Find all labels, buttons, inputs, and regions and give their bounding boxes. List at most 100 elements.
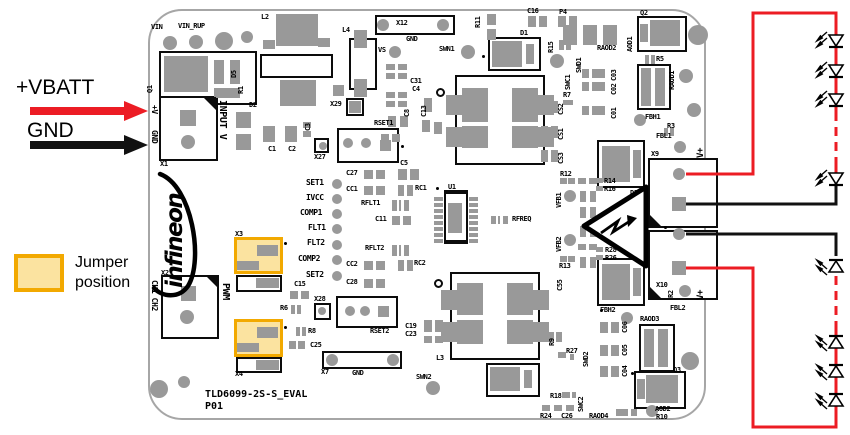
pcb-label: R8 [308, 327, 316, 335]
pad [524, 370, 532, 388]
pad [297, 305, 301, 314]
ref-dot [284, 242, 287, 245]
pcb-label: VIN_RUP [178, 22, 205, 30]
pad [256, 360, 279, 370]
pad [640, 24, 648, 42]
emission-arrow [818, 372, 828, 381]
pcb-label: L3 [436, 354, 444, 362]
pad [364, 279, 373, 288]
pcb-label: C05 [621, 344, 629, 356]
emission-arrow [818, 169, 828, 178]
pad [646, 375, 678, 403]
pad [570, 354, 574, 360]
pcb-label: R3 [667, 122, 675, 130]
pad [498, 216, 500, 224]
pad [596, 255, 603, 260]
pad [531, 290, 549, 310]
pad [361, 138, 371, 148]
pad [237, 261, 259, 270]
pad [560, 178, 567, 184]
pad [646, 405, 658, 417]
pad [303, 122, 311, 128]
pad [600, 366, 608, 377]
pad [507, 320, 533, 344]
pcb-label: SWC1 [564, 74, 572, 90]
pad [237, 343, 259, 352]
led-symbol [814, 169, 845, 187]
pad [376, 186, 385, 195]
pad [376, 279, 385, 288]
led-symbol [814, 363, 845, 381]
pad [681, 352, 699, 370]
pad [434, 221, 443, 225]
pcb-label: R10 [656, 413, 668, 421]
pad [364, 186, 373, 195]
pcb-label: GND [352, 369, 364, 377]
pad [296, 327, 300, 336]
emission-arrow-head [814, 258, 824, 267]
led-symbol [814, 392, 845, 410]
pcb-label: AOD2 [655, 405, 671, 413]
emission-arrow [818, 267, 828, 276]
pcb-label: SET1 [306, 178, 324, 187]
pcb-label: CH1 CH2 [150, 280, 159, 311]
pad [503, 216, 508, 224]
pad [672, 197, 686, 211]
pcb-label: C19 [405, 322, 417, 330]
pad [564, 234, 576, 246]
pad [590, 191, 596, 202]
pcb-label: X29 [330, 100, 342, 108]
pad [558, 16, 566, 27]
pad [462, 126, 488, 148]
pcb-label: V+ [696, 147, 706, 158]
pcb-label: C01 [610, 107, 618, 119]
pad [435, 336, 443, 343]
pad [386, 92, 395, 98]
pad [318, 38, 330, 47]
pad [345, 306, 355, 316]
pad [381, 134, 389, 142]
pad [596, 247, 603, 252]
pad [679, 69, 693, 83]
pad [422, 120, 430, 132]
pad [550, 54, 564, 68]
emission-arrow-head [814, 334, 824, 343]
pcb-label: Q2 [640, 9, 648, 17]
pcb-label: R7 [563, 91, 571, 99]
pad [563, 25, 577, 45]
ref-dot [631, 372, 634, 375]
component-box [260, 54, 333, 78]
pcb-label: VFB2 [555, 236, 563, 252]
emission-arrow [818, 96, 828, 105]
pcb-label: FBL1 [656, 132, 672, 140]
pad [349, 101, 361, 113]
pcb-label: U1 [448, 183, 456, 191]
pad [492, 41, 522, 67]
led-symbol [814, 61, 845, 79]
pad [387, 354, 399, 366]
pad [404, 245, 409, 256]
pcb-label: R27 [566, 347, 578, 355]
pad [582, 106, 589, 115]
pad [641, 68, 651, 106]
pad [592, 69, 605, 78]
pad [590, 207, 596, 218]
pcb-label: SET2 [306, 270, 324, 279]
pcb-label: R6 [280, 304, 288, 312]
pcb-label: SWC2 [577, 396, 585, 412]
pcb-label: C11 [375, 215, 387, 223]
legend-label-line1: Jumper [75, 254, 129, 271]
pad [469, 197, 478, 201]
pad [303, 131, 311, 137]
pad [403, 216, 411, 225]
gnd-label: GND [27, 119, 74, 142]
pcb-label: D1 [520, 29, 528, 37]
legend-swatch [14, 254, 64, 292]
pad [590, 226, 596, 237]
pcb-label: C28 [346, 278, 358, 286]
pad [256, 278, 279, 288]
pad [679, 285, 691, 297]
pad [559, 40, 564, 50]
pcb-label: CS2 [557, 103, 565, 115]
pad [562, 392, 570, 398]
